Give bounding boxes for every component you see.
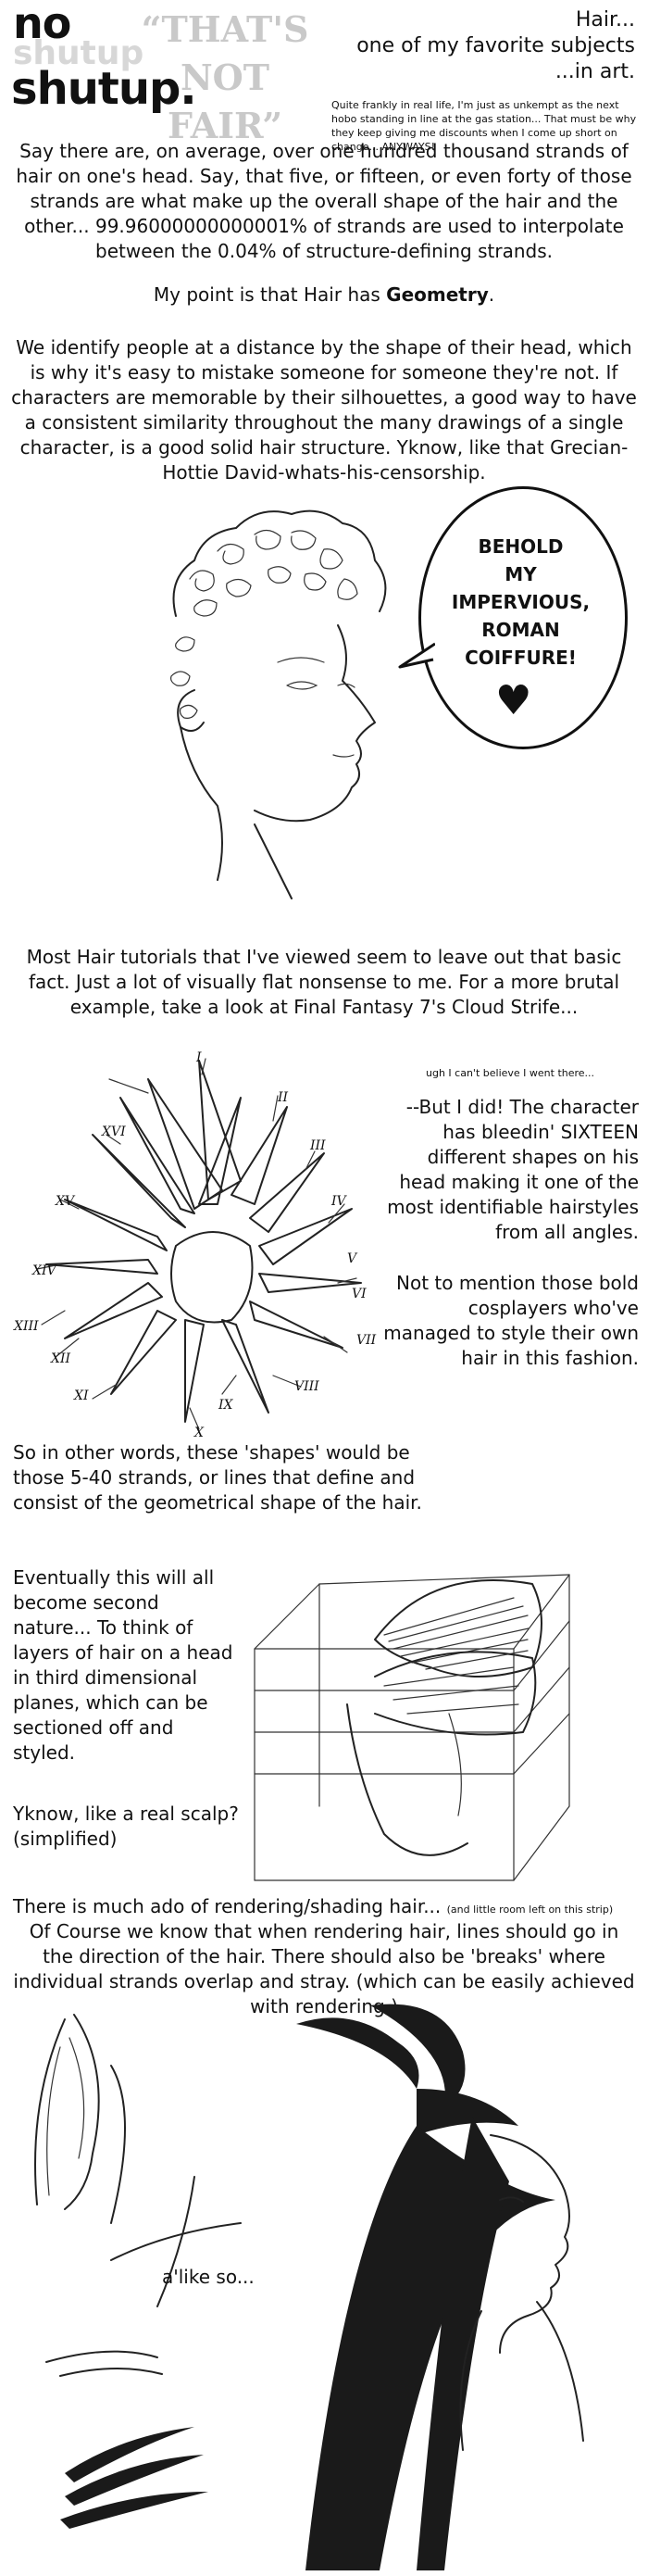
alike-caption: a'like so... — [162, 2266, 255, 2288]
strand-examples — [34, 2014, 242, 2529]
speech-bubble — [418, 486, 628, 749]
cloud-aside: ugh I can't believe I went there... — [426, 1067, 595, 1079]
numeral-xvi: XVI — [102, 1125, 126, 1139]
david-head-illustration — [170, 509, 387, 899]
numeral-xiv: XIV — [32, 1263, 56, 1278]
shapes-paragraph-2: Eventually this will all become second n… — [13, 1566, 233, 1764]
spiky-hair-shapes — [45, 1060, 362, 1423]
strand-lock-drawing — [34, 2014, 126, 2224]
numeral-xv: XV — [56, 1194, 75, 1209]
numeral-ii: II — [278, 1090, 289, 1105]
bubble-text: BEHOLD MY IMPERVIOUS, ROMAN COIFFURE! — [435, 533, 606, 672]
numeral-xii: XII — [51, 1351, 71, 1366]
render-heading-text: There is much ado of rendering/shading h… — [13, 1895, 442, 1917]
logo-no: no — [13, 0, 71, 48]
cloud-hair-diagram — [36, 1058, 362, 1430]
numeral-i: I — [196, 1050, 202, 1065]
shapes-paragraph-1: So in other words, these 'shapes' would … — [13, 1441, 422, 1514]
intro-p2-suffix: . — [488, 283, 495, 306]
intro-p2-prefix: My point is that Hair has — [153, 283, 387, 306]
bubble-line-5: COIFFURE! — [465, 647, 577, 669]
bubble-line-4: ROMAN — [481, 619, 560, 641]
numeral-leader-lines — [36, 1058, 357, 1430]
numeral-x: X — [194, 1426, 204, 1440]
shapes-paragraph-3: Yknow, like a real scalp? (simplified) — [13, 1803, 239, 1850]
numeral-vii: VII — [356, 1333, 377, 1348]
header-right: Hair... one of my favorite subjects ...i… — [348, 7, 635, 85]
cloud-paragraph-2: --But I did! The character has bleedin' … — [387, 1096, 639, 1243]
bubble-line-1: BEHOLD — [478, 535, 564, 558]
intro-paragraph-2: My point is that Hair has Geometry. — [13, 283, 635, 308]
crossing-strand-example — [110, 2176, 242, 2307]
scalp-planes-diagram — [254, 1574, 570, 1881]
numeral-iv: IV — [331, 1194, 346, 1209]
horns — [296, 2004, 518, 2135]
face-profile — [459, 2134, 584, 2451]
horned-character-illustration — [296, 2004, 584, 2570]
header-line-1: Hair... — [575, 8, 635, 31]
logo-shutup: shutup. — [11, 63, 197, 115]
geometry-word: Geometry — [386, 283, 489, 306]
cloud-paragraph-1: Most Hair tutorials that I've viewed see… — [26, 946, 622, 1018]
numeral-xiii: XIII — [14, 1319, 39, 1334]
numeral-v: V — [347, 1251, 357, 1266]
numeral-ix: IX — [218, 1398, 233, 1413]
render-heading: There is much ado of rendering/shading h… — [13, 1894, 642, 1919]
grid-box — [254, 1574, 570, 1881]
bubble-line-2: MY — [505, 563, 537, 585]
render-paragraph: Of Course we know that when rendering ha… — [13, 1920, 635, 2017]
header-note: Quite frankly in real life, I'm just as … — [331, 99, 637, 153]
long-dark-hair — [305, 2117, 555, 2570]
ghost-title: “THAT'S NOT FAIR” — [141, 8, 309, 146]
curly-hair-curls — [170, 509, 387, 719]
render-heading-note: (and little room left on this strip) — [446, 1904, 614, 1916]
header-line-2: one of my favorite subjects — [356, 34, 635, 57]
intro-paragraph-1: Say there are, on average, over one hund… — [16, 140, 632, 262]
face-outline — [177, 624, 376, 899]
heart-icon: ♥ — [495, 677, 532, 724]
bubble-line-3: IMPERVIOUS, — [451, 591, 591, 613]
intro-paragraph-3: We identify people at a distance by the … — [11, 336, 637, 484]
numeral-vi: VI — [352, 1287, 367, 1301]
cloud-paragraph-3: Not to mention those bold cosplayers who… — [383, 1272, 639, 1369]
hair-layer-planes — [346, 1579, 542, 1856]
logo-ghost-text: shutup — [13, 34, 144, 72]
speech-bubble-tail — [398, 642, 435, 669]
header-line-3: ...in art. — [555, 60, 635, 83]
numeral-iii: III — [310, 1138, 326, 1153]
numeral-xi: XI — [74, 1389, 89, 1403]
numeral-viii: VIII — [294, 1379, 319, 1394]
breaking-strand-examples — [45, 2350, 208, 2529]
